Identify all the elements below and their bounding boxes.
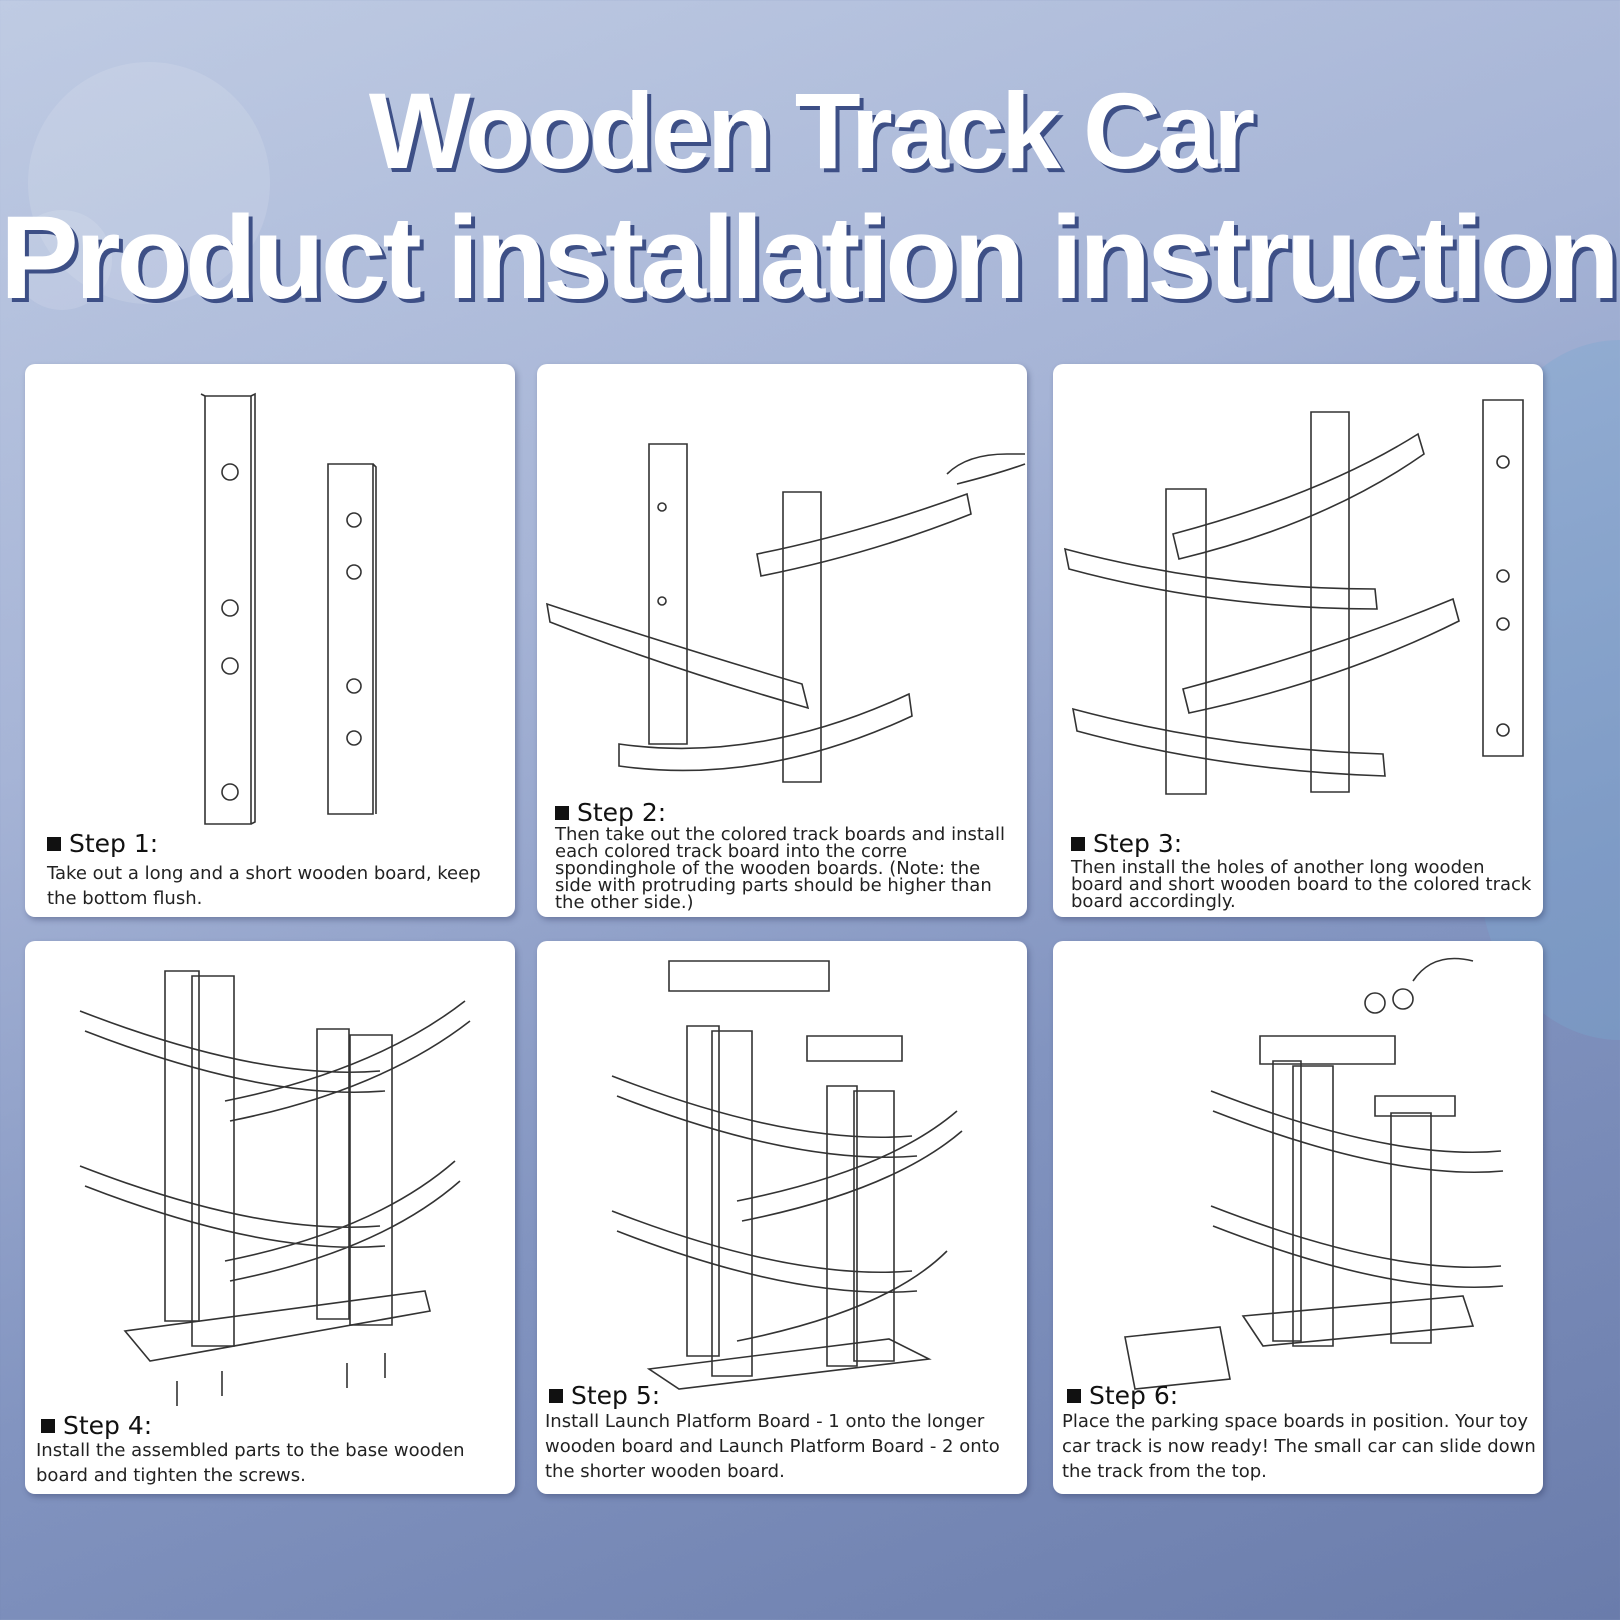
step-5-illustration xyxy=(611,960,963,1390)
step-title: Step 4: xyxy=(63,1411,153,1440)
bullet-icon xyxy=(47,836,61,851)
step-5-description: Install Launch Platform Board - 1 onto t… xyxy=(545,1411,1000,1482)
bullet-icon xyxy=(1071,836,1085,851)
title-line-1: Wooden Track Car xyxy=(368,70,1255,191)
step-1-illustration xyxy=(200,392,377,825)
step-4-illustration xyxy=(79,970,471,1406)
step-1-label: Step 1: xyxy=(47,829,158,858)
step-4-label: Step 4: xyxy=(41,1411,152,1440)
bullet-icon xyxy=(41,1418,55,1433)
step-5-label: Step 5: xyxy=(549,1381,660,1410)
step-1-description: Take out a long and a short wooden board… xyxy=(47,863,481,909)
step-2-illustration xyxy=(545,443,1026,783)
bullet-icon xyxy=(1067,1388,1081,1403)
step-3-illustration xyxy=(1063,399,1524,795)
step-title: Step 2: xyxy=(577,798,667,827)
step-6-label: Step 6: xyxy=(1067,1381,1178,1410)
step-title: Step 5: xyxy=(571,1381,661,1410)
step-2-description: Then take out the colored track boards a… xyxy=(555,824,1005,913)
title-line-2: Product installation instructions xyxy=(0,192,1620,324)
step-3-card: Step 3: Then install the holes of anothe… xyxy=(1053,364,1543,917)
decor-circle xyxy=(28,62,270,304)
step-5-card: Step 5: Install Launch Platform Board - … xyxy=(537,941,1027,1494)
step-2-card: Step 2: Then take out the colored track … xyxy=(537,364,1027,917)
step-3-description: Then install the holes of another long w… xyxy=(1071,857,1532,912)
step-6-illustration xyxy=(1124,957,1504,1390)
step-6-description: Place the parking space boards in positi… xyxy=(1062,1411,1536,1482)
step-2-label: Step 2: xyxy=(555,798,666,827)
step-4-card: Step 4: Install the assembled parts to t… xyxy=(25,941,515,1494)
step-6-card: Step 6: Place the parking space boards i… xyxy=(1053,941,1543,1494)
step-title: Step 3: xyxy=(1093,829,1183,858)
step-title: Step 1: xyxy=(69,829,159,858)
decor-circle xyxy=(12,210,112,310)
step-3-label: Step 3: xyxy=(1071,829,1182,858)
step-title: Step 6: xyxy=(1089,1381,1179,1410)
bullet-icon xyxy=(549,1388,563,1403)
step-1-card: Step 1: Take out a long and a short wood… xyxy=(25,364,515,917)
step-4-description: Install the assembled parts to the base … xyxy=(36,1440,465,1486)
bullet-icon xyxy=(555,805,569,820)
